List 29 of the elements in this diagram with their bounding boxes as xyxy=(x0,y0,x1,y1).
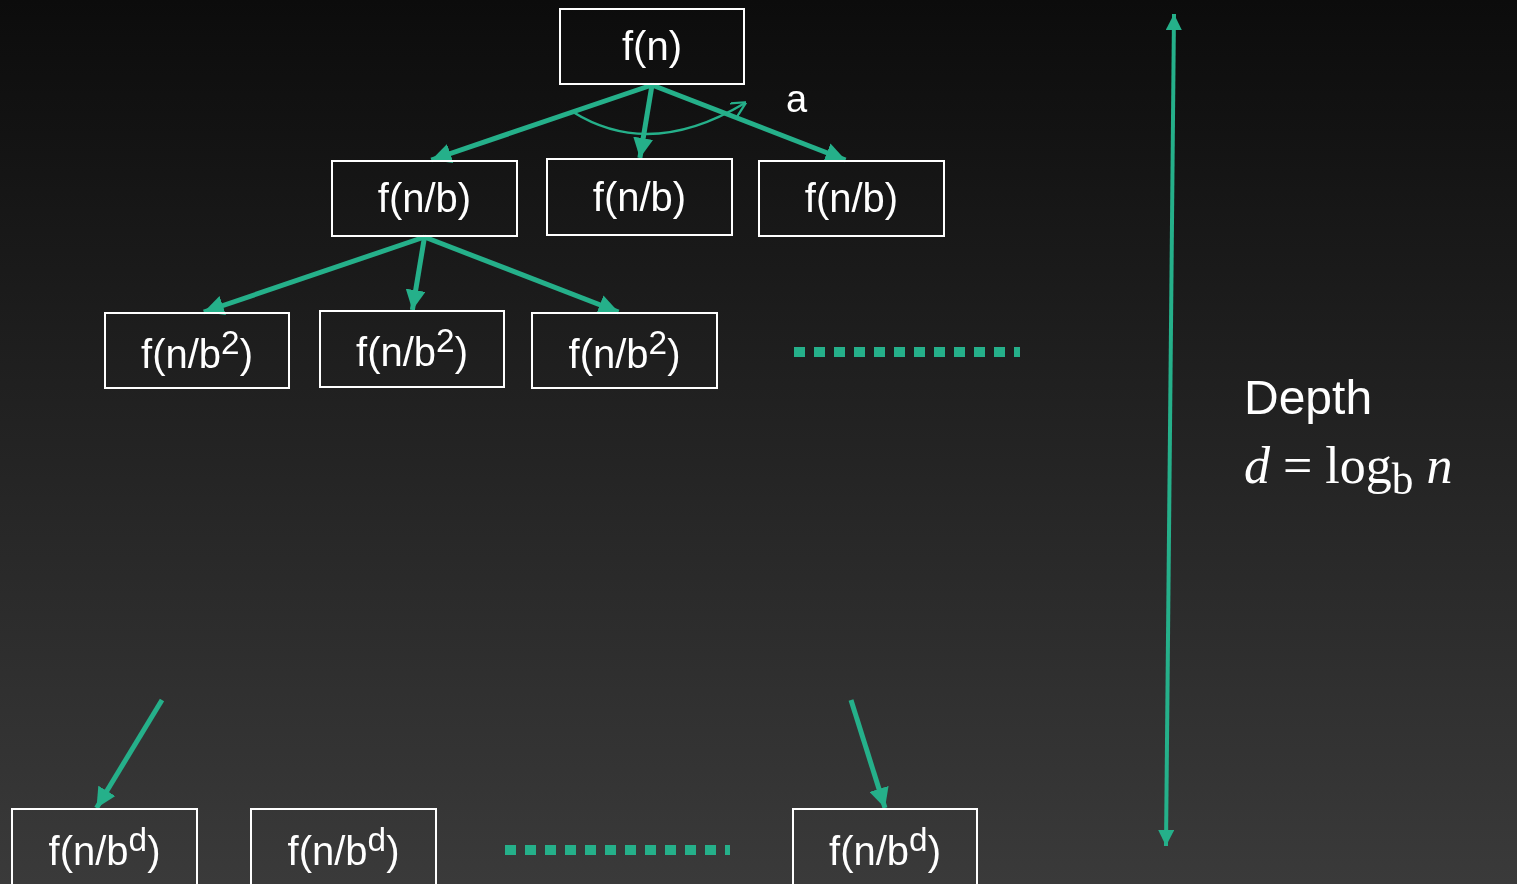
function-box xyxy=(11,808,198,884)
function-box xyxy=(531,312,718,389)
node-text: f(n/b$^{d}$) xyxy=(829,821,941,875)
function-box xyxy=(559,8,745,85)
function-box xyxy=(546,158,733,236)
arrow xyxy=(633,84,655,159)
node-text: f(n/b$^{2}$) xyxy=(356,322,468,376)
function-box xyxy=(319,310,505,388)
node-text: f(n/b$^{2}$) xyxy=(141,323,253,378)
function-box xyxy=(758,160,945,237)
node-text: f(n/b) xyxy=(377,176,472,221)
arrow xyxy=(405,236,427,311)
node-text: f(n/b$^{2}$) xyxy=(568,323,681,378)
function-box xyxy=(792,808,978,884)
node-text: f(n/b) xyxy=(804,176,899,221)
arrow xyxy=(423,234,620,315)
node-text: f(n) xyxy=(622,24,682,69)
arrow xyxy=(848,699,889,809)
function-box xyxy=(331,160,518,237)
node-text: f(n/b) xyxy=(592,174,687,220)
formula-text: d = log$_{b}$ n xyxy=(1244,436,1453,505)
node-text: f(n/b$^{d}$) xyxy=(48,821,161,875)
arrow xyxy=(651,82,847,163)
node-text: f(n/b$^{d}$) xyxy=(287,821,400,875)
arrow xyxy=(94,698,165,810)
depth-label: Depth xyxy=(1244,370,1373,425)
function-box xyxy=(104,312,290,389)
branch-count-label: a xyxy=(786,78,808,121)
function-box xyxy=(250,808,437,884)
